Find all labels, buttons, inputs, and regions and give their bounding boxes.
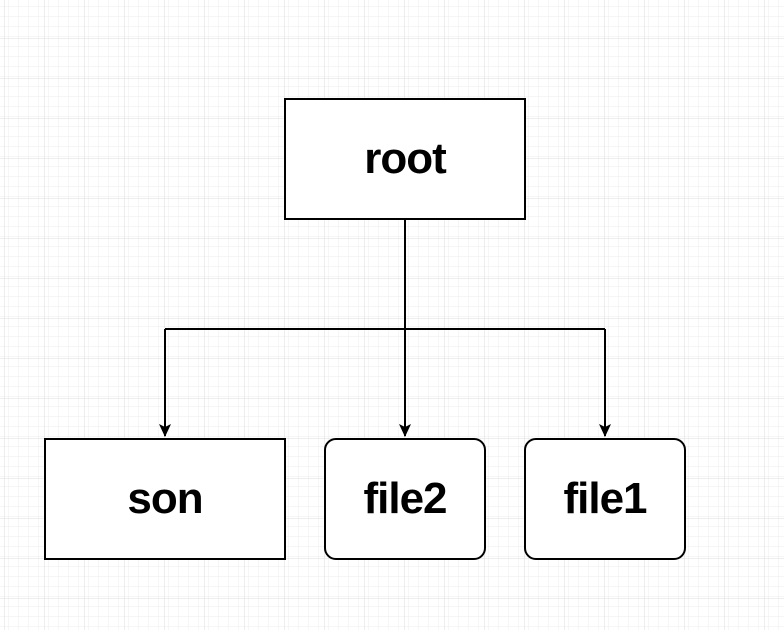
node-son-label: son: [127, 474, 203, 523]
edge-group: [159, 219, 611, 437]
node-son[interactable]: son: [44, 438, 286, 560]
node-root-label: root: [364, 134, 447, 183]
node-root[interactable]: root: [284, 98, 526, 220]
node-file1[interactable]: file1: [524, 438, 686, 560]
node-file2[interactable]: file2: [324, 438, 486, 560]
node-file2-label: file2: [363, 474, 447, 523]
node-file1-label: file1: [563, 474, 647, 523]
